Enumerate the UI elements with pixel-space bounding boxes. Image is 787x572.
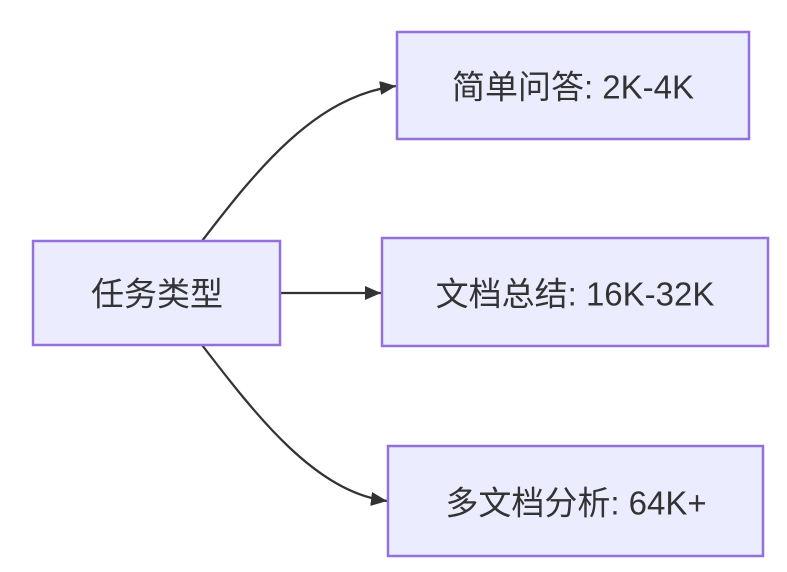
node-multi-doc: 多文档分析: 64K+ <box>386 444 765 558</box>
node-box <box>395 30 751 141</box>
edge-root-to-simple-qa <box>201 81 397 242</box>
node-task-type: 任务类型 <box>31 239 282 347</box>
edge-root-to-multi-doc <box>201 344 388 506</box>
node-doc-summary: 文档总结: 16K-32K <box>380 236 770 348</box>
node-box <box>380 236 770 348</box>
node-box <box>386 444 765 558</box>
node-label: 任务类型 <box>91 276 223 313</box>
node-label: 文档总结: 16K-32K <box>436 276 715 313</box>
node-label: 多文档分析: 64K+ <box>445 485 706 522</box>
node-simple-qa: 简单问答: 2K-4K <box>395 30 751 141</box>
node-label: 简单问答: 2K-4K <box>452 69 694 106</box>
node-box <box>31 239 282 347</box>
